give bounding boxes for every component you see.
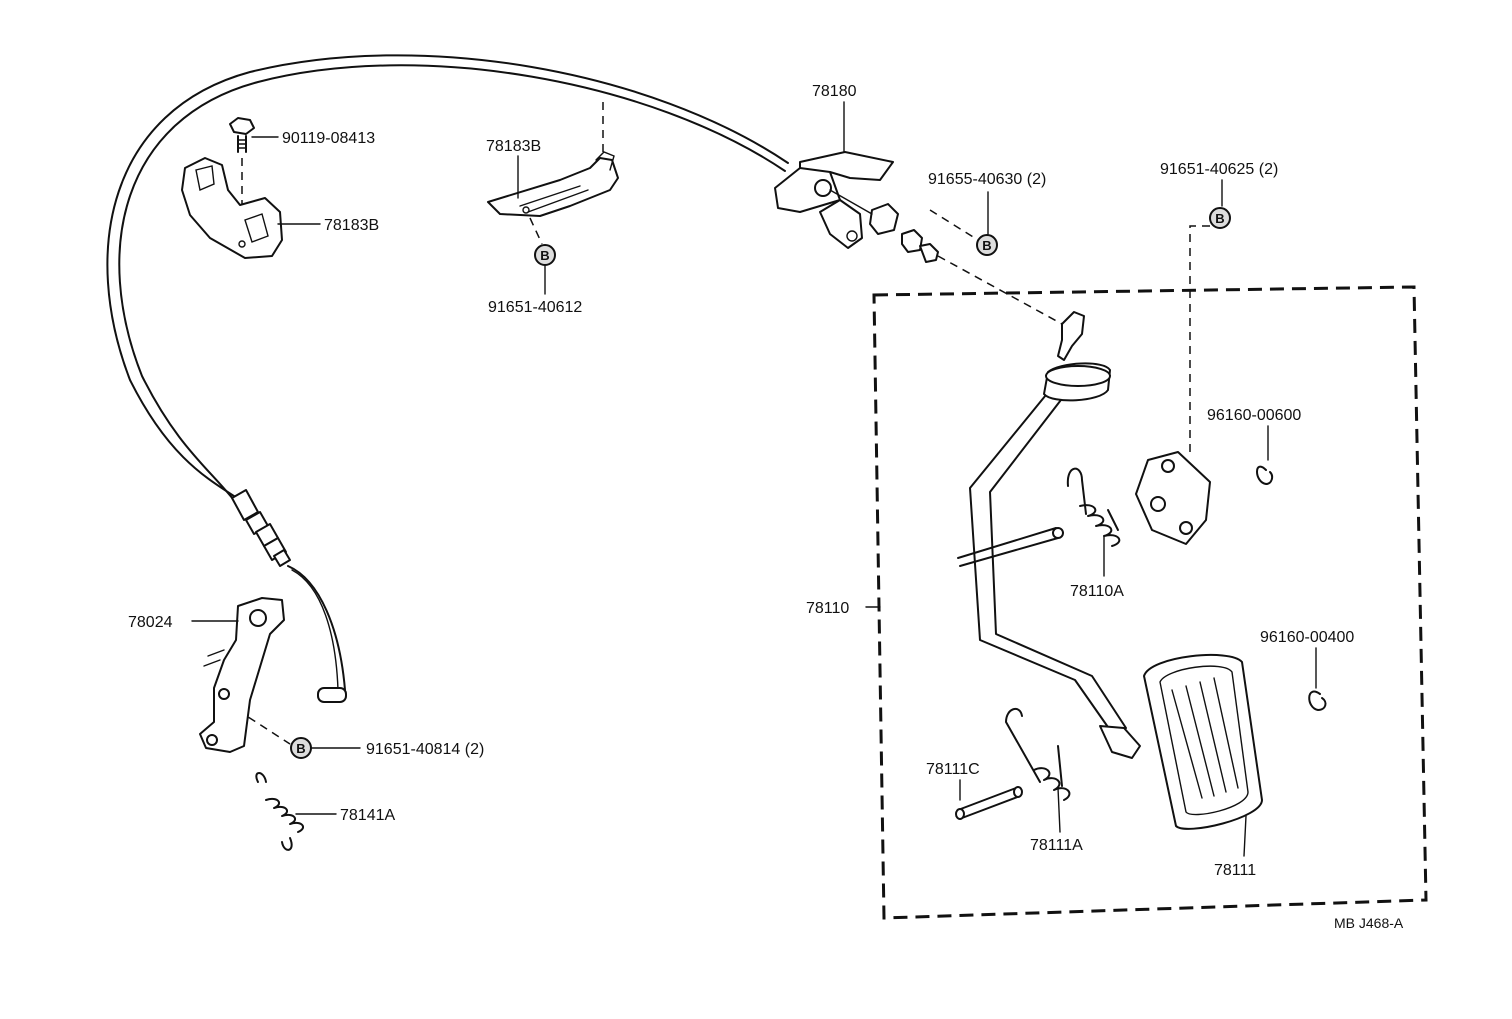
callout-78141a: 78141A (340, 807, 395, 824)
bolt-marker-label: B (1215, 211, 1224, 226)
bolt-marker-label: B (540, 248, 549, 263)
pin-78111c (955, 786, 1023, 820)
bolt-marker-label: B (982, 238, 991, 253)
pedal-assembly-frame (872, 285, 1428, 920)
callout-78183b-mid: 78183B (486, 138, 541, 155)
bracket-78180 (774, 151, 939, 263)
leader-lines (191, 101, 1317, 857)
callout-91655-40630: 91655-40630 (2) (928, 171, 1046, 188)
pedal-arm-78110 (957, 311, 1141, 759)
callout-90119-08413: 90119-08413 (282, 130, 375, 147)
callout-78111: 78111 (1214, 862, 1256, 879)
accelerator-cable (106, 54, 789, 703)
callout-78111a: 78111A (1030, 837, 1083, 854)
bolt-marker-91655: B (976, 234, 998, 256)
callout-96160-00600: 96160-00600 (1207, 407, 1301, 424)
callout-78024: 78024 (128, 614, 173, 631)
callout-78111c: 78111C (926, 761, 980, 778)
lever-78024 (199, 597, 285, 753)
spring-78141a (255, 772, 305, 851)
bolt-marker-91651-40625: B (1209, 207, 1231, 229)
callout-91651-40814: 91651-40814 (2) (366, 741, 484, 758)
callout-91651-40625: 91651-40625 (2) (1160, 161, 1278, 178)
callout-96160-00400: 96160-00400 (1260, 629, 1354, 646)
callout-78183b-left: 78183B (324, 217, 379, 234)
callout-91651-40612: 91651-40612 (488, 299, 582, 316)
bolt-marker-label: B (296, 741, 305, 756)
diagram-code: MB J468-A (1334, 915, 1404, 931)
callout-78180: 78180 (812, 83, 857, 100)
e-ring-96160-00400 (1308, 690, 1327, 711)
pedal-bracket-plate (1135, 451, 1211, 545)
callout-78110a: 78110A (1070, 583, 1124, 600)
cable-end (317, 687, 347, 703)
spring-78111a (1005, 707, 1071, 801)
bracket-78183b-left (181, 157, 283, 259)
bracket-78183b-mid (487, 102, 619, 245)
bolt-marker-91651-40814: B (290, 737, 312, 759)
e-ring-96160-00600 (1256, 465, 1274, 485)
spring-78110a (1066, 467, 1121, 547)
bolt-marker-91651-40612: B (534, 244, 556, 266)
callout-78110: 78110 (806, 600, 849, 617)
pedal-pad-78111 (1143, 653, 1263, 830)
